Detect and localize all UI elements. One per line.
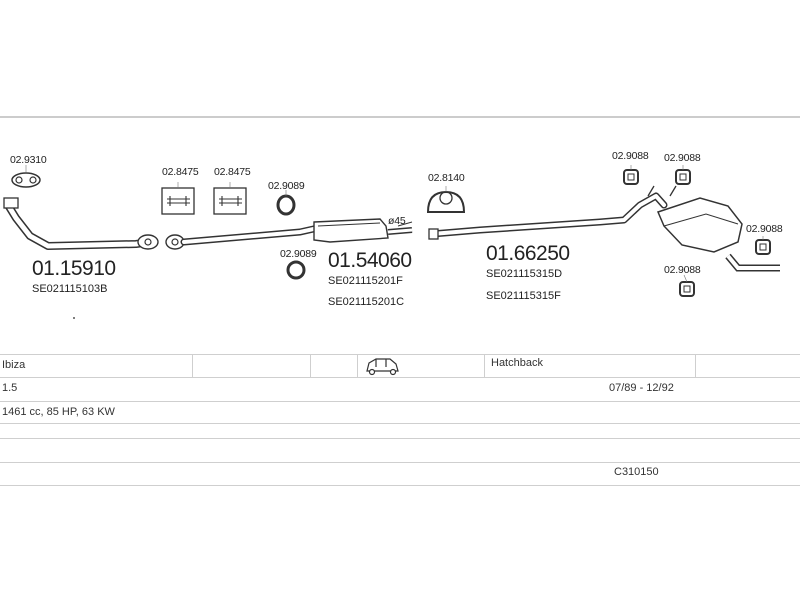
- table-divider: [192, 354, 193, 377]
- stray-dot: [73, 317, 75, 319]
- vehicle-years: 07/89 - 12/92: [609, 382, 674, 394]
- table-line: [0, 462, 800, 463]
- label-hanger-4: 02.9088: [664, 264, 701, 276]
- vehicle-code: C310150: [614, 466, 659, 478]
- gasket-front-icon: [11, 172, 41, 188]
- label-ring-bottom: 02.9089: [280, 248, 317, 260]
- table-line: [0, 354, 800, 355]
- label-hanger-1: 02.9088: [612, 150, 649, 162]
- label-hanger-2: 02.9088: [664, 152, 701, 164]
- table-line: [0, 485, 800, 486]
- vehicle-model: Ibiza: [2, 359, 26, 371]
- vehicle-engine: 1.5: [2, 382, 18, 394]
- table-line: [0, 377, 800, 378]
- table-line: [0, 423, 800, 424]
- label-mid-ref-2: SE021115201C: [328, 296, 405, 308]
- label-mid-silencer: 01.54060: [328, 249, 412, 272]
- table-divider: [310, 354, 311, 377]
- label-gasket-front: 02.9310: [10, 154, 47, 166]
- hanger-1-icon: [623, 169, 639, 185]
- label-clamp-b: 02.8475: [214, 166, 251, 178]
- label-rear-silencer: 01.66250: [486, 242, 570, 265]
- table-line: [0, 401, 800, 402]
- clamp-b-icon: [213, 187, 247, 215]
- vehicle-spec: 1461 cc, 85 HP, 63 KW: [2, 406, 115, 418]
- table-divider: [695, 354, 696, 377]
- clamp-a-icon: [161, 187, 195, 215]
- car-icon: [366, 358, 399, 376]
- label-hanger-3: 02.9088: [746, 223, 783, 235]
- ring-bottom-icon: [286, 260, 306, 280]
- label-front-pipe-ref: SE021115103B: [32, 283, 108, 295]
- ring-top-icon: [276, 194, 296, 216]
- label-mid-ref-1: SE021115201F: [328, 275, 403, 287]
- label-rear-ref-1: SE021115315D: [486, 268, 563, 280]
- hanger-2-icon: [675, 169, 691, 185]
- leader-lines: [25, 165, 764, 283]
- rear-silencer-drawing: [428, 185, 780, 272]
- label-rear-ref-2: SE021115315F: [486, 290, 561, 302]
- label-front-pipe: 01.15910: [32, 257, 116, 280]
- label-diameter: ø45: [388, 215, 406, 227]
- mid-silencer-drawing: [165, 218, 413, 250]
- hanger-3-icon: [755, 239, 771, 255]
- label-clamp-a: 02.8475: [162, 166, 199, 178]
- table-line: [0, 438, 800, 439]
- mount-icon: [426, 190, 466, 213]
- table-divider: [357, 354, 358, 377]
- front-pipe-drawing: [3, 197, 159, 250]
- table-divider: [484, 354, 485, 377]
- label-mount: 02.8140: [428, 172, 465, 184]
- hanger-4-icon: [679, 281, 695, 297]
- vehicle-body: Hatchback: [491, 357, 543, 369]
- label-ring-top: 02.9089: [268, 180, 305, 192]
